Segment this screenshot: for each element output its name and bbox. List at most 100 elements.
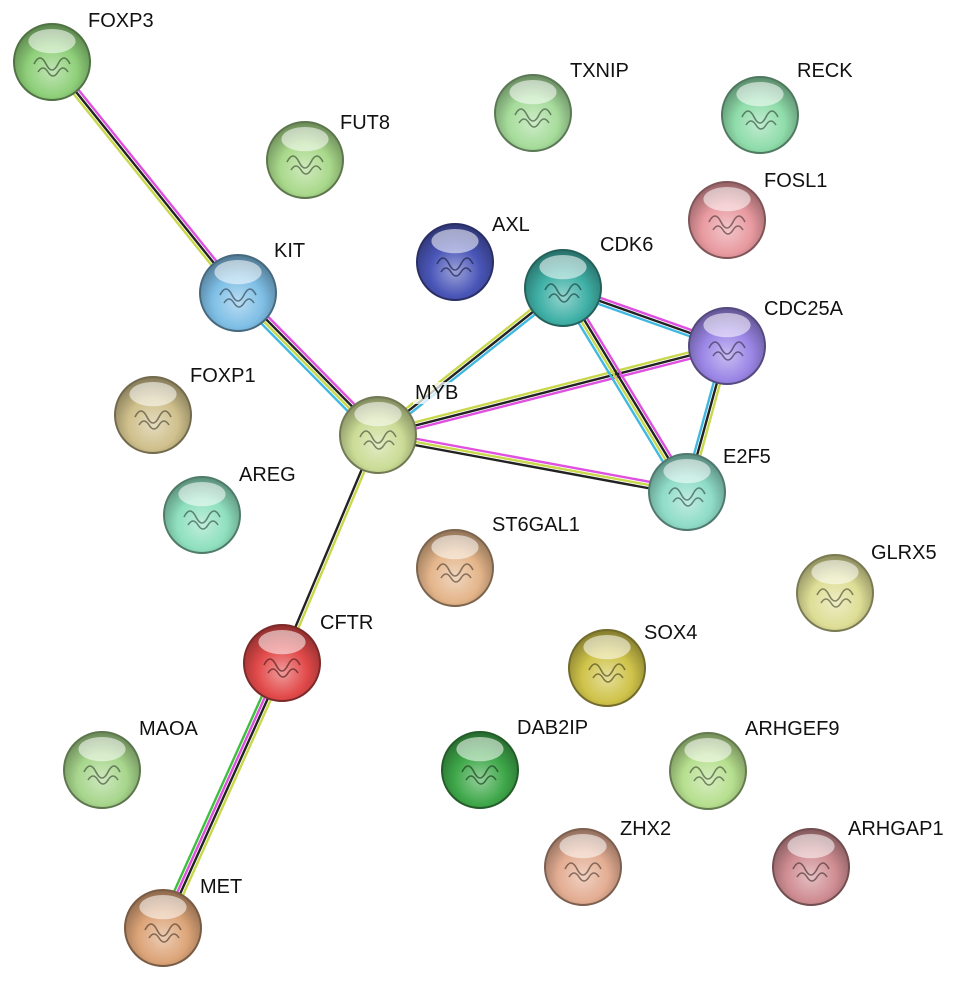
node-highlight <box>811 559 859 585</box>
protein-structure-icon <box>792 862 830 882</box>
node-highlight <box>703 186 751 212</box>
node-label-axl: AXL <box>490 214 532 236</box>
edge-strand <box>53 59 242 292</box>
protein-structure-icon <box>708 215 746 235</box>
node-zhx2[interactable] <box>544 828 622 906</box>
node-e2f5[interactable] <box>648 453 726 531</box>
node-label-arhgef9: ARHGEF9 <box>743 718 842 740</box>
node-kit[interactable] <box>199 254 277 332</box>
node-label-foxp1: FOXP1 <box>188 365 258 387</box>
node-arhgap1[interactable] <box>772 828 850 906</box>
node-fut8[interactable] <box>266 121 344 199</box>
edge-strand <box>376 341 727 434</box>
node-label-areg: AREG <box>237 464 298 486</box>
protein-structure-icon <box>816 588 854 608</box>
node-st6gal1[interactable] <box>416 529 494 607</box>
node-sox4[interactable] <box>568 629 646 707</box>
node-label-glrx5: GLRX5 <box>869 542 939 564</box>
node-fosl1[interactable] <box>688 181 766 259</box>
edge-layer <box>48 59 732 931</box>
node-highlight <box>684 737 732 763</box>
protein-structure-icon <box>461 765 499 785</box>
node-maoa[interactable] <box>63 731 141 809</box>
edge-strand <box>377 436 687 497</box>
node-highlight <box>281 126 329 152</box>
node-highlight <box>139 894 187 920</box>
protein-structure-icon <box>144 923 182 943</box>
node-highlight <box>509 79 557 105</box>
node-label-reck: RECK <box>795 60 855 82</box>
node-myb[interactable] <box>339 396 417 474</box>
protein-structure-icon <box>588 663 626 683</box>
protein-structure-icon <box>436 563 474 583</box>
node-highlight <box>78 736 126 762</box>
node-highlight <box>663 458 711 484</box>
node-highlight <box>431 534 479 560</box>
node-label-cdk6: CDK6 <box>598 234 656 256</box>
node-met[interactable] <box>124 889 202 967</box>
node-txnip[interactable] <box>494 74 572 152</box>
node-cdk6[interactable] <box>524 249 602 327</box>
protein-structure-icon <box>263 658 301 678</box>
node-highlight <box>258 629 306 655</box>
node-highlight <box>354 401 402 427</box>
node-highlight <box>214 259 262 285</box>
edge-strand <box>379 289 566 439</box>
node-foxp1[interactable] <box>114 376 192 454</box>
protein-structure-icon <box>544 283 582 303</box>
node-label-arhgap1: ARHGAP1 <box>846 818 946 840</box>
protein-structure-icon <box>219 288 257 308</box>
node-label-maoa: MAOA <box>137 718 200 740</box>
node-highlight <box>703 312 751 338</box>
edge-cdk6-e2f5 <box>557 284 693 496</box>
edge-strand <box>377 433 688 494</box>
node-label-st6gal1: ST6GAL1 <box>490 514 582 536</box>
node-cdc25a[interactable] <box>688 307 766 385</box>
protein-structure-icon <box>359 430 397 450</box>
edge-strand <box>163 663 285 930</box>
node-glrx5[interactable] <box>796 554 874 632</box>
edge-strand <box>378 347 729 440</box>
edge-strand <box>160 661 282 928</box>
node-label-fosl1: FOSL1 <box>762 170 830 192</box>
node-reck[interactable] <box>721 76 799 154</box>
node-label-fut8: FUT8 <box>338 112 392 134</box>
edge-strand <box>560 288 687 494</box>
node-label-dab2ip: DAB2IP <box>515 717 591 739</box>
node-highlight <box>583 634 631 660</box>
protein-structure-icon <box>33 57 71 77</box>
edge-myb-cftr <box>279 433 381 665</box>
edge-strand <box>51 61 239 294</box>
edge-myb-e2f5 <box>377 430 688 497</box>
node-label-e2f5: E2F5 <box>721 446 773 468</box>
node-foxp3[interactable] <box>13 23 91 101</box>
node-cftr[interactable] <box>243 624 321 702</box>
edge-strand <box>157 660 279 927</box>
protein-structure-icon <box>134 410 172 430</box>
edge-strand <box>566 284 693 491</box>
node-label-met: MET <box>198 876 245 898</box>
node-label-sox4: SOX4 <box>642 622 700 644</box>
node-label-kit: KIT <box>272 240 308 262</box>
node-arhgef9[interactable] <box>669 732 747 810</box>
node-axl[interactable] <box>416 223 494 301</box>
node-areg[interactable] <box>163 476 241 554</box>
protein-structure-icon <box>689 766 727 786</box>
edge-strand <box>48 63 237 296</box>
edge-strand <box>377 287 564 436</box>
protein-structure-icon <box>741 110 779 130</box>
node-highlight <box>787 833 835 859</box>
node-label-myb: MYB <box>413 382 461 404</box>
edge-strand <box>377 344 728 437</box>
node-dab2ip[interactable] <box>441 731 519 809</box>
node-highlight <box>129 381 177 407</box>
protein-structure-icon <box>564 862 602 882</box>
edge-strand <box>563 286 690 492</box>
protein-structure-icon <box>83 765 121 785</box>
edge-strand <box>166 664 288 931</box>
node-label-txnip: TXNIP <box>568 60 631 82</box>
node-label-zhx2: ZHX2 <box>618 818 674 840</box>
node-highlight <box>539 254 587 280</box>
